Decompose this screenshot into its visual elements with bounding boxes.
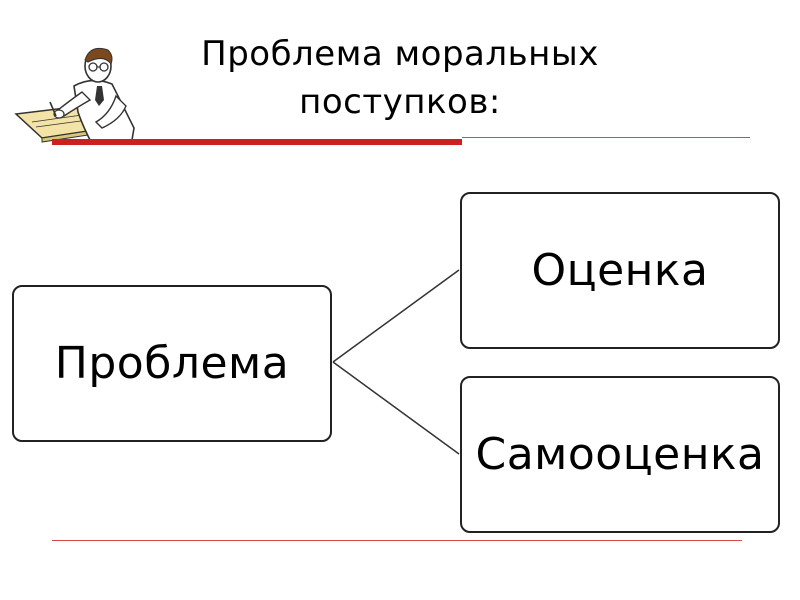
connector-to-self-assessment xyxy=(333,362,459,454)
bottom-rule xyxy=(52,540,742,541)
connector-to-assessment xyxy=(333,270,459,362)
node-problem: Проблема xyxy=(12,285,332,442)
node-assessment: Оценка xyxy=(460,192,780,349)
node-self-assessment: Самооценка xyxy=(460,376,780,533)
